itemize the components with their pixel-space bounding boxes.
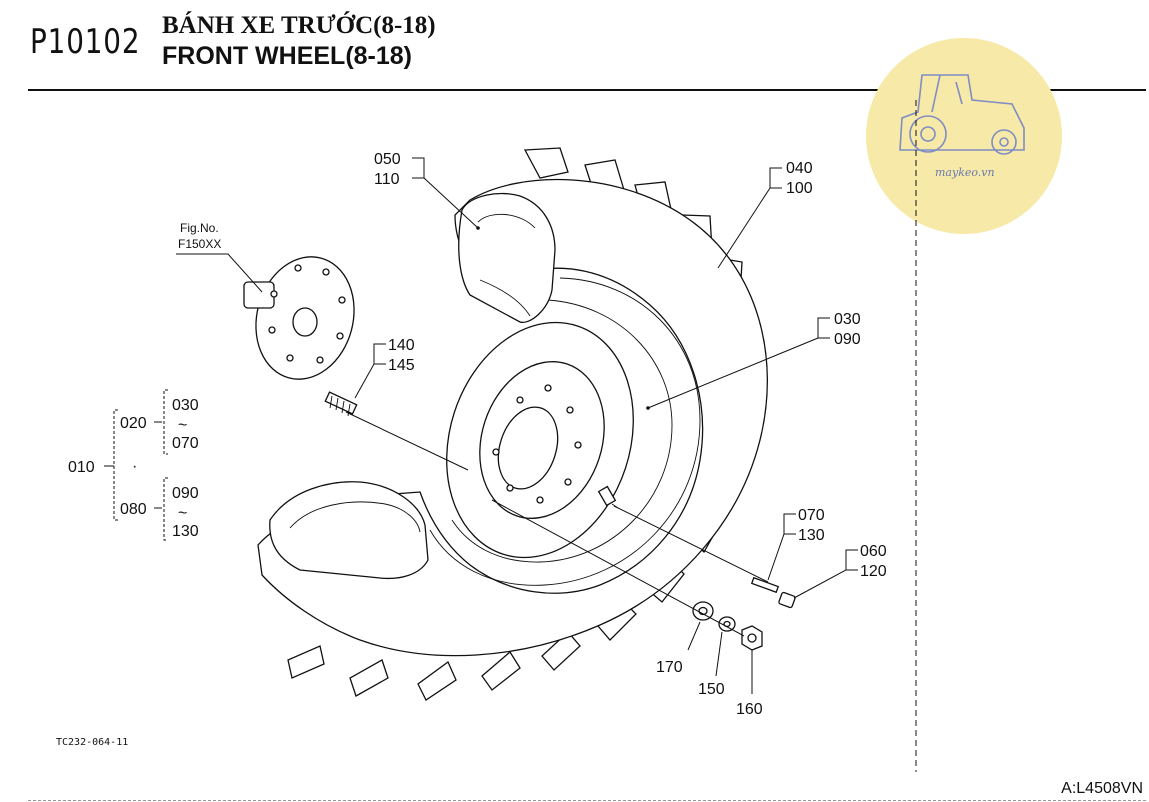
- tree-root: 010: [68, 459, 95, 476]
- hub-bolt-holes: [268, 264, 346, 364]
- callout-100: 100: [786, 180, 813, 197]
- stud-bolt: [324, 391, 358, 417]
- callout-140: 140: [388, 337, 415, 354]
- watermark-circle: [866, 38, 1062, 234]
- valve-cap-060: [778, 591, 796, 609]
- wheel-bolt-holes: [492, 384, 582, 504]
- tree-dot: ·: [132, 458, 137, 475]
- page-reference: A:L4508VN: [1061, 780, 1143, 797]
- watermark-text: maykeo.vn: [935, 166, 995, 179]
- title-vietnamese: BÁNH XE TRƯỚC(8-18): [162, 12, 436, 39]
- front-wheel-assembly: [257, 147, 768, 701]
- tree-range-070: 070: [172, 435, 199, 452]
- callout-060: 060: [860, 543, 887, 560]
- valve-core-070: [750, 576, 780, 594]
- callout-130: 130: [798, 527, 825, 544]
- tree-range-030: 030: [172, 397, 199, 414]
- callout-050: 050: [374, 151, 401, 168]
- tree-range-130: 130: [172, 523, 199, 540]
- tractor-icon: [899, 74, 1025, 155]
- tree-range-090: 090: [172, 485, 199, 502]
- callout-150: 150: [698, 681, 725, 698]
- assembly-tree: 010 · 020 030 ~ 070 080 090 ~ 130: [68, 389, 199, 541]
- leader-lines: [176, 157, 858, 694]
- header-rule: [28, 89, 1146, 91]
- tree-group-020: 020: [120, 415, 147, 432]
- drawing-code: TC232-064-11: [56, 737, 128, 748]
- bottom-rule: [28, 800, 1146, 801]
- callout-070: 070: [798, 507, 825, 524]
- fig-ref-label: Fig.No.: [180, 221, 219, 235]
- callout-090: 090: [834, 331, 861, 348]
- callout-030: 030: [834, 311, 861, 328]
- nut-160: [741, 625, 763, 651]
- tire-cutaway-bottom: [269, 481, 429, 580]
- title-english: FRONT WHEEL(8-18): [162, 42, 412, 70]
- page-header: P10102 BÁNH XE TRƯỚC(8-18) FRONT WHEEL(8…: [0, 0, 1149, 95]
- wheel-center-hole: [497, 406, 559, 490]
- callout-120: 120: [860, 563, 887, 580]
- callouts: 050 110 040 100 030 090 140 145 070 130 …: [178, 151, 887, 718]
- tire-cutaway-top: [458, 192, 556, 323]
- callout-170: 170: [656, 659, 683, 676]
- fig-ref-number: F150XX: [178, 237, 221, 251]
- watermark: maykeo.vn: [866, 38, 1062, 234]
- callout-145: 145: [388, 357, 415, 374]
- callout-110: 110: [374, 171, 400, 188]
- tree-tilde-1: ~: [178, 417, 187, 434]
- page-code: P10102: [30, 22, 141, 62]
- spring-washer-150: [718, 616, 736, 632]
- tree-group-080: 080: [120, 501, 147, 518]
- tree-tilde-2: ~: [178, 505, 187, 522]
- callout-040: 040: [786, 160, 813, 177]
- tire-sidewall-ring: [429, 277, 701, 586]
- callout-160: 160: [736, 701, 763, 718]
- hub-flange: [243, 256, 355, 380]
